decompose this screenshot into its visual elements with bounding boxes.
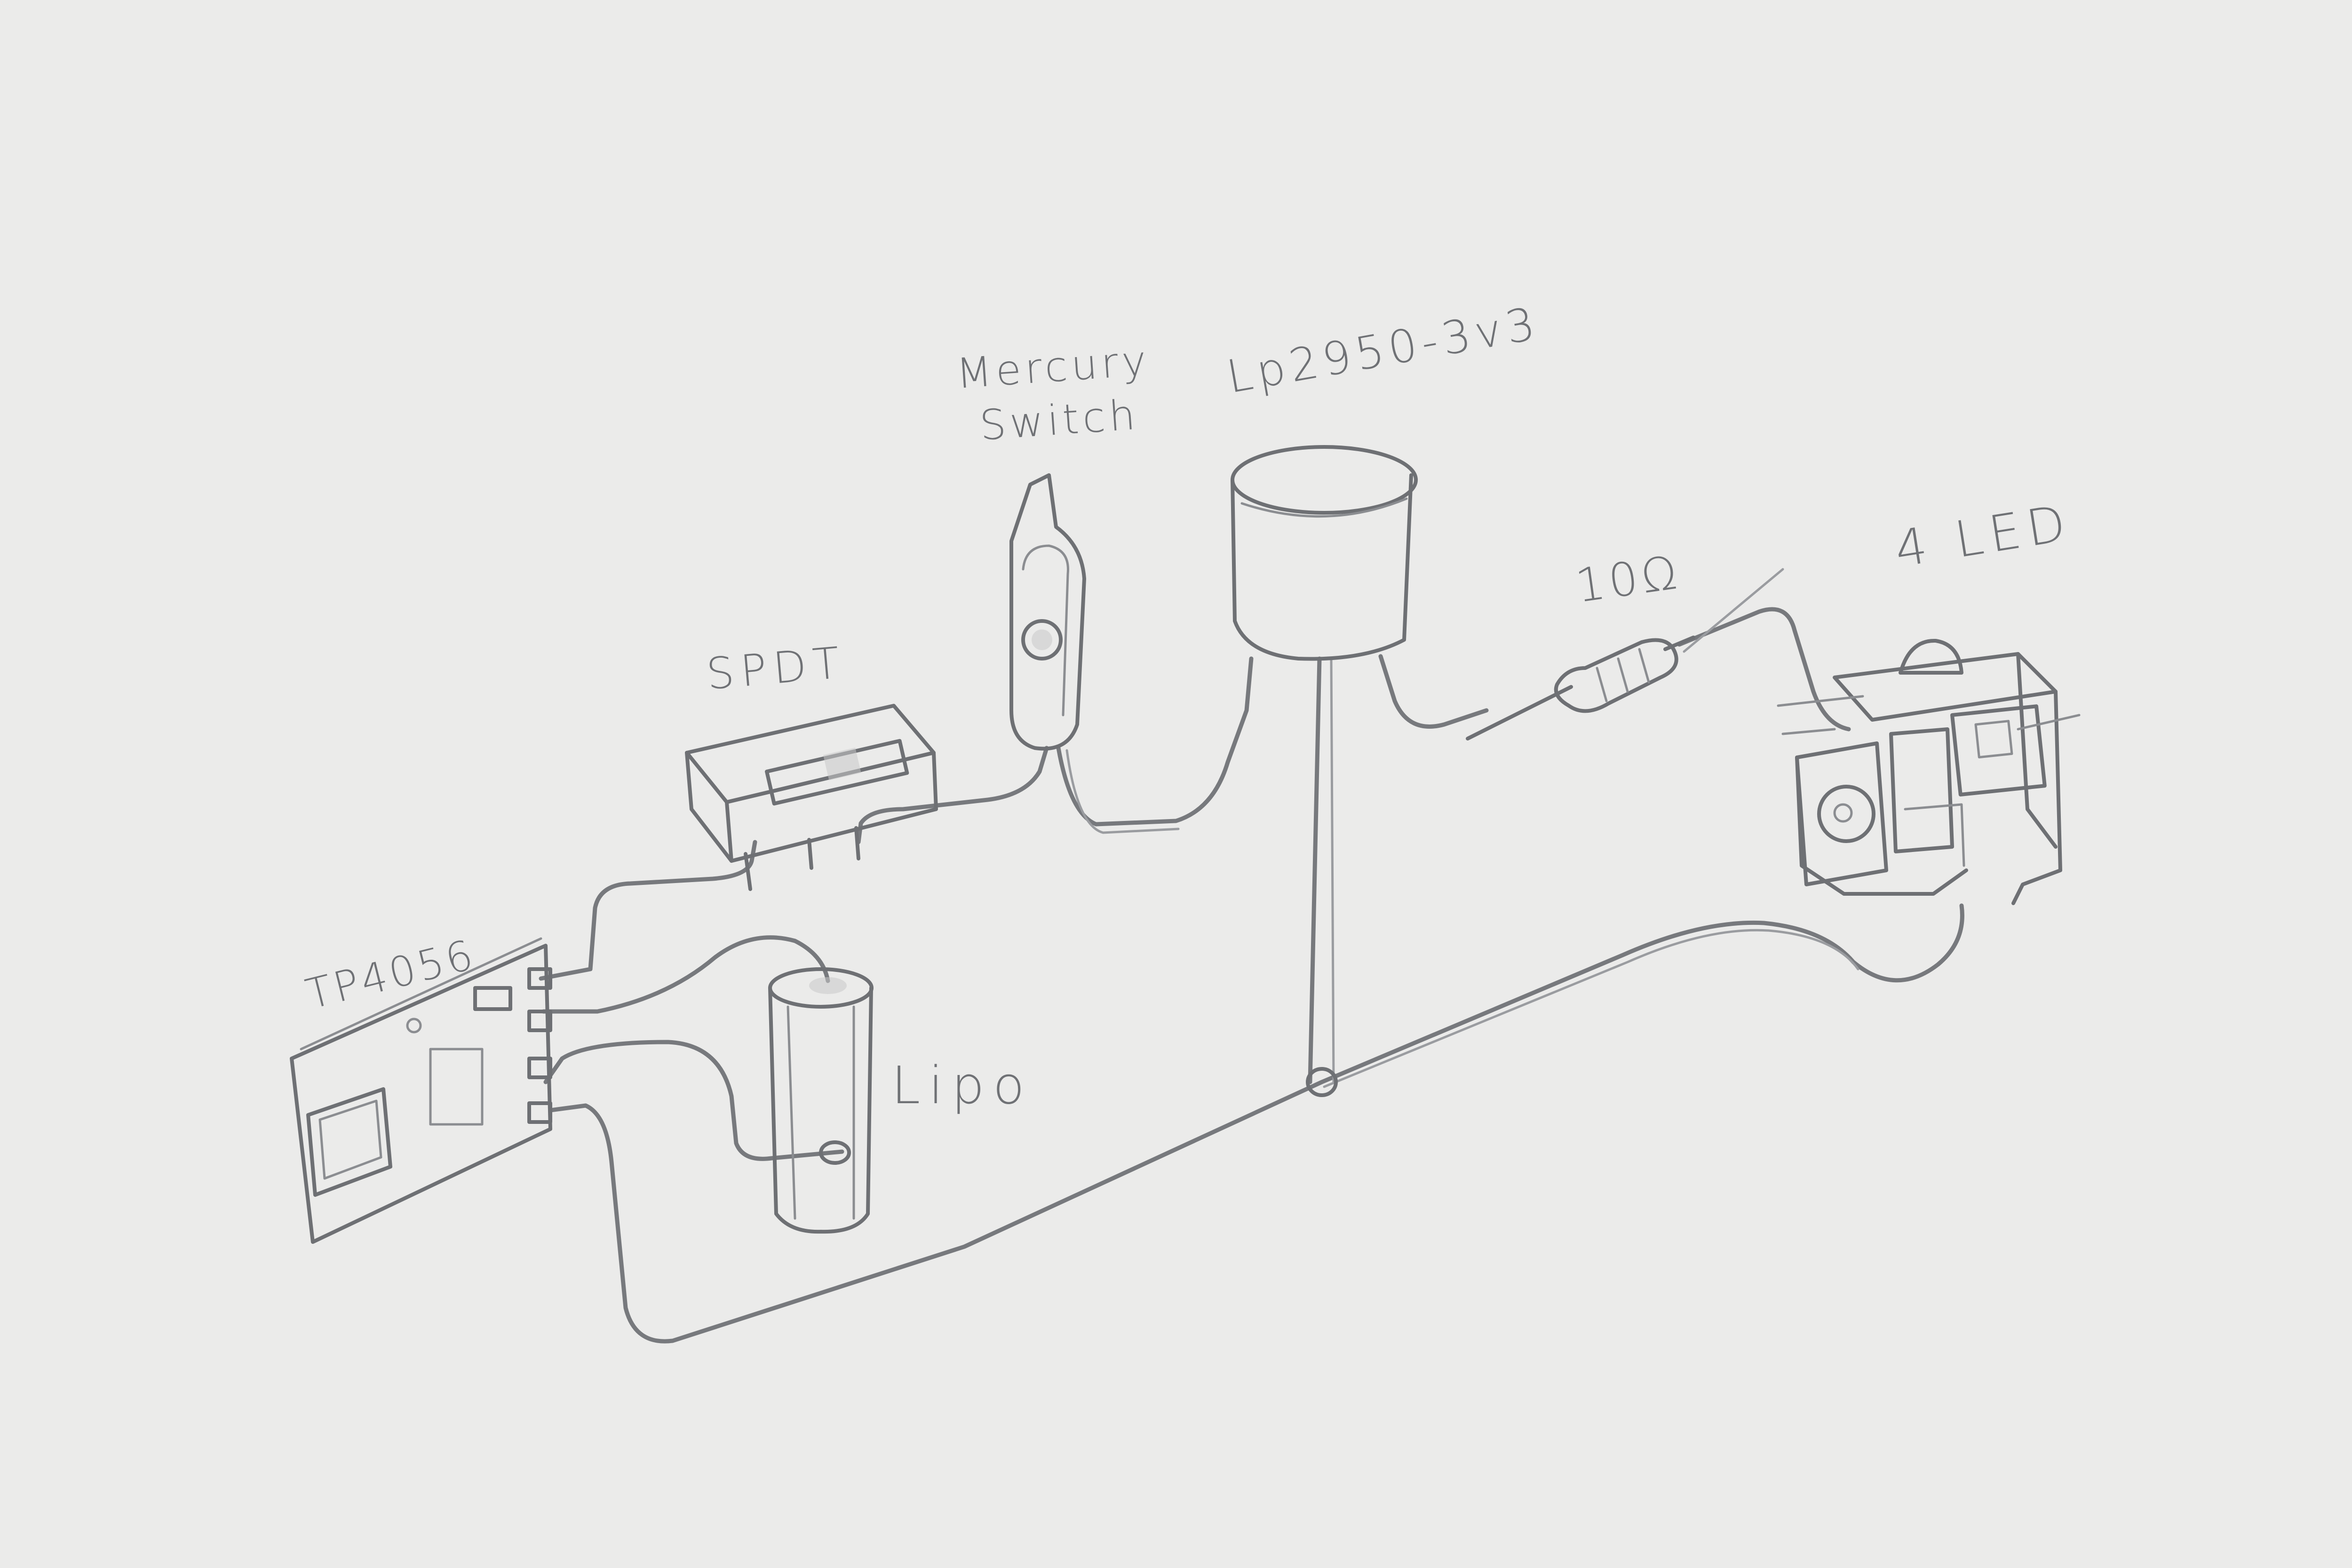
usb-port <box>306 1087 392 1197</box>
wires <box>539 568 1964 1344</box>
mercury-switch <box>1009 473 1086 751</box>
board-led <box>473 986 512 1011</box>
label-lipo: Lipo <box>891 1055 1033 1115</box>
lp2950-regulator <box>1231 445 1418 661</box>
wire-regulator-ground-leg-trace <box>1330 657 1335 1083</box>
spdt-pin-left <box>744 852 752 891</box>
led-front-core <box>1833 803 1853 823</box>
resistor-band-3 <box>1638 648 1650 684</box>
chip-outline <box>429 1048 484 1126</box>
led-frame-back <box>2016 652 2058 849</box>
label-switch: Switch <box>978 390 1140 450</box>
led-side-block <box>1950 704 2047 797</box>
led-face <box>1795 741 1888 886</box>
mercury-drop-inner <box>1032 629 1052 650</box>
regulator-body <box>1231 473 1413 661</box>
mercury-glass <box>1009 473 1086 751</box>
wire-resistor-to-leds <box>1677 607 1851 732</box>
wire-spdt-to-mercury <box>856 746 1049 844</box>
mercury-glass-inner <box>1022 544 1069 716</box>
resistor-band-1 <box>1596 667 1608 702</box>
spdt-front <box>685 751 733 863</box>
mercury-drop <box>1021 619 1063 661</box>
wire-resistor-to-leds-trace <box>1683 568 1784 653</box>
board-pad-1 <box>527 967 552 990</box>
board-pad-3 <box>527 1057 552 1079</box>
tp4056-board <box>290 937 552 1244</box>
wire-ground-bus-trace <box>1323 929 1859 1088</box>
resistor-band-2 <box>1617 657 1629 693</box>
board-outline <box>290 944 552 1244</box>
wire-charger-to-battery-minus <box>543 1040 844 1161</box>
board-dot <box>406 1018 422 1034</box>
battery-shade-line <box>787 1005 796 1220</box>
led-inner-block <box>1889 727 1954 853</box>
spdt-switch <box>685 704 938 891</box>
led-frame-left <box>1795 756 1968 896</box>
wire-charger-to-battery-plus <box>541 935 830 1014</box>
wire-ground-bus <box>1319 903 1964 1084</box>
regulator-flat <box>1240 497 1408 518</box>
led-top-dome <box>1899 638 1963 675</box>
label-spdt: SPDT <box>705 637 848 699</box>
resistor-10-ohm <box>1466 636 1695 740</box>
battery-top-terminal <box>809 977 847 994</box>
resistor-body <box>1554 638 1678 713</box>
board-pad-2 <box>527 1010 552 1032</box>
ground-junction <box>1306 1067 1338 1097</box>
led-side-window <box>1974 720 2013 759</box>
led-construction-lines <box>1777 695 2081 735</box>
lipo-battery <box>768 967 874 1234</box>
wire-mercury-to-regulator <box>1056 656 1254 827</box>
battery-body <box>768 986 873 1234</box>
wire-regulator-ground-leg <box>1308 656 1322 1084</box>
led-lower-block <box>1904 803 1965 867</box>
board-edge <box>300 937 542 1051</box>
wire-regulator-to-resistor <box>1378 654 1489 729</box>
spdt-pin-right <box>854 826 860 860</box>
resistor-lead-left <box>1466 685 1573 740</box>
spdt-pin-middle <box>807 838 813 870</box>
spdt-slider <box>823 748 861 780</box>
led-frame-right <box>2011 690 2062 905</box>
wire-charger-to-ground <box>548 1080 1324 1344</box>
board-pad-4 <box>527 1101 552 1124</box>
led-module <box>1777 638 2081 905</box>
led-front <box>1817 785 1875 843</box>
battery-bottom-tab <box>819 1140 851 1165</box>
usb-port-inner <box>318 1099 382 1180</box>
wire-mercury-to-regulator-trace <box>1065 749 1180 834</box>
